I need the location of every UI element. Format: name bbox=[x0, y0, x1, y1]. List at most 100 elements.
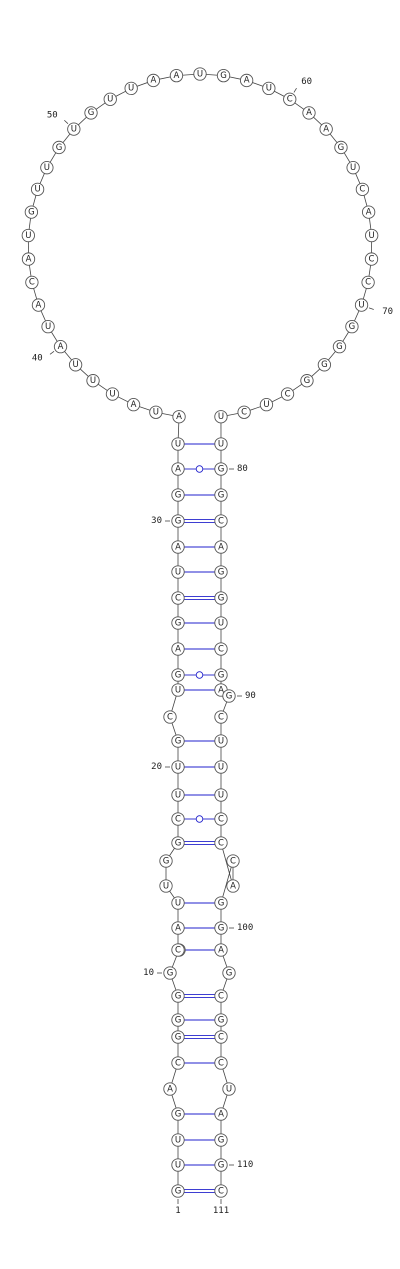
nucleotide-letter: C bbox=[175, 1058, 181, 1068]
position-number: 30 bbox=[151, 516, 162, 526]
nucleotide-letter: G bbox=[226, 691, 233, 701]
nucleotide-circle bbox=[171, 1184, 185, 1198]
nucleotide-letter: A bbox=[306, 108, 312, 118]
nucleotide-circle bbox=[214, 1030, 228, 1044]
nucleotide-circle bbox=[103, 92, 117, 106]
nucleotide-circle bbox=[302, 106, 316, 120]
nucleotide-40: A bbox=[53, 340, 68, 354]
nucleotide-circle bbox=[354, 298, 369, 312]
nucleotide-circle bbox=[345, 319, 359, 334]
nucleotide-circle bbox=[214, 616, 228, 630]
position-number: 111 bbox=[213, 1206, 229, 1216]
nucleotide-83: A bbox=[214, 540, 228, 554]
position-number: 80 bbox=[237, 464, 248, 474]
nucleotide-65: C bbox=[355, 182, 370, 197]
nucleotide-letter: U bbox=[71, 124, 77, 134]
nucleotide-circle bbox=[214, 812, 228, 826]
wobble-pair-marker bbox=[195, 671, 204, 679]
nucleotide-circle bbox=[159, 854, 173, 868]
nucleotide-circle bbox=[171, 1030, 185, 1044]
nucleotide-letter: U bbox=[266, 84, 272, 94]
nucleotide-letter: A bbox=[244, 76, 250, 86]
nucleotide-circle bbox=[280, 387, 295, 401]
nucleotide-circle bbox=[30, 182, 45, 197]
nucleotide-circle bbox=[171, 616, 185, 630]
nucleotide-circle bbox=[300, 374, 314, 388]
nucleotide-93: U bbox=[214, 760, 228, 774]
nucleotide-circle bbox=[214, 1056, 228, 1070]
nucleotide-letter: U bbox=[34, 185, 40, 195]
nucleotide-47: U bbox=[30, 182, 45, 197]
nucleotide-circle bbox=[40, 161, 54, 175]
nucleotide-78: U bbox=[214, 410, 228, 424]
nucleotide-letter: U bbox=[25, 231, 31, 241]
nucleotide-101: A bbox=[214, 943, 228, 957]
nucleotide-letter: U bbox=[218, 790, 224, 800]
nucleotide-106: C bbox=[214, 1056, 228, 1070]
nucleotide-circle bbox=[214, 565, 228, 579]
nucleotide-43: C bbox=[25, 275, 39, 290]
nucleotide-37: U bbox=[105, 387, 120, 401]
position-number: 20 bbox=[151, 762, 162, 772]
nucleotide-circle bbox=[214, 591, 228, 605]
position-tick bbox=[368, 307, 374, 310]
nucleotide-circle bbox=[214, 1107, 228, 1121]
backbone-segment bbox=[220, 860, 234, 904]
nucleotide-letter: C bbox=[218, 838, 224, 848]
nucleotide-8: G bbox=[171, 1013, 185, 1027]
nucleotide-45: U bbox=[21, 228, 35, 243]
nucleotide-circle bbox=[171, 488, 185, 502]
nucleotide-46: G bbox=[24, 205, 39, 219]
nucleotide-110: G bbox=[214, 1158, 228, 1172]
nucleotide-80: G bbox=[214, 462, 228, 476]
nucleotide-49: G bbox=[52, 140, 66, 155]
nucleotide-letter: G bbox=[218, 567, 225, 577]
nucleotide-letter: G bbox=[218, 1135, 225, 1145]
nucleotide-15: U bbox=[159, 879, 173, 893]
position-number: 100 bbox=[237, 923, 253, 933]
nucleotide-letter: U bbox=[90, 376, 96, 386]
nucleotide-76: U bbox=[259, 397, 274, 412]
nucleotide-34: A bbox=[172, 410, 186, 424]
nucleotide-circle bbox=[31, 298, 46, 312]
nucleotide-letter: U bbox=[175, 898, 181, 908]
nucleotide-circle bbox=[25, 275, 39, 290]
nucleotide-circle bbox=[171, 683, 185, 697]
nucleotide-66: A bbox=[361, 205, 376, 219]
nucleotide-letter: A bbox=[218, 1109, 224, 1119]
nucleotide-52: U bbox=[103, 92, 117, 106]
nucleotide-circle bbox=[171, 591, 185, 605]
nucleotide-21: G bbox=[171, 734, 185, 748]
nucleotide-1: G bbox=[171, 1184, 185, 1198]
nucleotide-letter: G bbox=[163, 856, 170, 866]
nucleotide-letter: A bbox=[58, 342, 64, 352]
nucleotide-circle bbox=[163, 966, 177, 980]
nucleotide-circle bbox=[214, 668, 228, 682]
nucleotide-90: G bbox=[222, 689, 236, 703]
nucleotide-letter: G bbox=[218, 464, 225, 474]
nucleotide-39: U bbox=[68, 358, 83, 372]
nucleotide-letter: U bbox=[175, 762, 181, 772]
nucleotide-88: G bbox=[214, 668, 228, 682]
nucleotide-14: U bbox=[171, 896, 185, 910]
nucleotide-circle bbox=[52, 140, 66, 155]
nucleotide-circle bbox=[171, 462, 185, 476]
nucleotide-letter: U bbox=[197, 69, 203, 79]
nucleotide-letter: U bbox=[175, 439, 181, 449]
nucleotide-circle bbox=[171, 989, 185, 1003]
nucleotide-letter: A bbox=[218, 945, 224, 955]
nucleotide-61: A bbox=[302, 106, 316, 120]
nucleotide-letter: C bbox=[218, 1058, 224, 1068]
nucleotide-letter: U bbox=[175, 790, 181, 800]
wobble-pair-marker bbox=[195, 815, 204, 823]
position-number: 110 bbox=[237, 1160, 253, 1170]
nucleotide-circle bbox=[214, 462, 228, 476]
nucleotide-circle bbox=[171, 514, 185, 528]
nucleotide-letter: C bbox=[175, 593, 181, 603]
nucleotide-28: U bbox=[171, 565, 185, 579]
nucleotide-2: U bbox=[171, 1158, 185, 1172]
nucleotide-letter: C bbox=[218, 814, 224, 824]
nucleotide-circle bbox=[222, 689, 236, 703]
position-tick bbox=[64, 119, 69, 124]
